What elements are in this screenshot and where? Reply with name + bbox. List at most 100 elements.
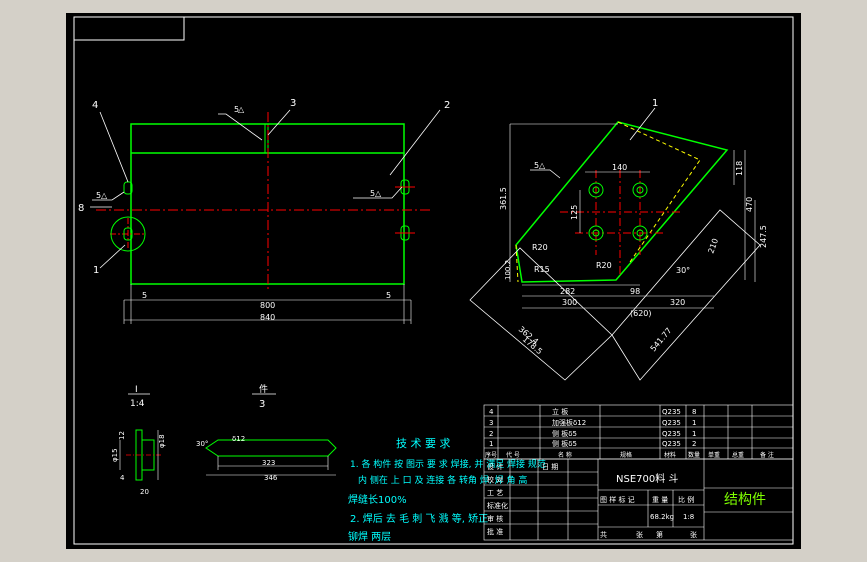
tb-review: 审 核	[487, 514, 503, 523]
hole-bl	[588, 225, 604, 241]
technical-notes: 技 术 要 求 1. 各 构件 按 图示 要 求 焊接, 并 满足 焊接 规范 …	[348, 437, 546, 543]
bom-row-material: Q235	[662, 419, 681, 427]
tb-check: 校 对	[487, 475, 503, 484]
svg-text:△: △	[101, 191, 108, 200]
bom-row-material: Q235	[662, 408, 681, 416]
balloon-8: 8	[78, 203, 84, 214]
detail-i-scale: 1:4	[130, 399, 145, 409]
hole-tr	[632, 182, 648, 198]
drawing-background	[66, 13, 801, 549]
bom-header-unit-weight: 单重	[708, 451, 720, 459]
detail-part-3: 件 3 30° δ12 323 346	[196, 383, 337, 482]
balloon-1: 1	[93, 265, 99, 276]
dim-140: 140	[612, 163, 627, 172]
detail-d18: φ18	[158, 434, 166, 448]
hole-tl	[588, 182, 604, 198]
part-dim-323: 323	[262, 459, 275, 467]
dim-620: (620)	[630, 309, 652, 318]
dim-470: 470	[745, 197, 754, 212]
dim-247: 247.5	[759, 225, 768, 248]
part-number: 3	[259, 399, 265, 410]
tb-scale: 1:8	[683, 513, 694, 521]
tb-design: 设 计	[487, 462, 503, 471]
part-label: 件	[259, 383, 268, 395]
weld-symbol-left: 5	[96, 191, 101, 200]
notes-line-4: 2. 焊后 去 毛 刺 飞 溅 等, 矫正	[350, 512, 488, 525]
svg-text:△: △	[375, 189, 382, 198]
detail-dim20: 20	[140, 488, 149, 496]
bom-row-name: 加强板δ12	[552, 418, 586, 427]
bom-row-material: Q235	[662, 440, 681, 448]
bom-row-no: 3	[489, 419, 493, 427]
side-balloon-1: 1	[652, 98, 658, 109]
dim-100: 100.2	[504, 260, 512, 280]
notes-line-3: 焊缝长100%	[348, 493, 407, 506]
tb-process: 工 艺	[487, 489, 503, 497]
dim-300: 300	[562, 298, 577, 307]
part-angle: 30°	[196, 440, 208, 448]
dim-r20a: R20	[532, 243, 548, 252]
bom-header-code: 代 号	[506, 451, 520, 459]
tb-page: 第	[656, 530, 663, 539]
dim-320: 320	[670, 298, 685, 307]
weld-symbol-top: 5	[234, 105, 239, 114]
weld-symbol-right: 5	[370, 189, 375, 198]
tb-mark: 图 样 标 记	[600, 495, 635, 504]
tb-approve: 批 准	[487, 527, 503, 536]
dim-98: 98	[630, 287, 640, 296]
tb-page-of: 张	[690, 530, 697, 539]
bom-row-qty: 8	[692, 408, 696, 416]
notes-line-1: 1. 各 构件 按 图示 要 求 焊接, 并 满足 焊接 规范	[350, 458, 546, 470]
title-block-text: NSE700料 斗 结构件 图 样 标 记 重 量 比 例 68.2kg 1:8…	[487, 462, 766, 539]
side-weld: 5	[534, 161, 539, 170]
bom-row-qty: 1	[692, 430, 696, 438]
svg-text:△: △	[238, 105, 245, 114]
bom-row-qty: 2	[692, 440, 696, 448]
detail-i-label: I	[135, 385, 138, 395]
balloon-4: 4	[92, 100, 98, 111]
front-view: 4 3 2 8 1 5 △ 5 △ 5 △ 5 800 5 840	[78, 98, 450, 324]
bom-table	[483, 404, 794, 460]
title-block-grid	[483, 458, 794, 541]
bom-header-note: 备 注	[760, 451, 774, 459]
dim-361: 361.5	[499, 187, 508, 210]
part-thickness: δ12	[232, 435, 245, 443]
corner-label-box	[73, 16, 185, 41]
drawing-type: 结构件	[724, 492, 766, 508]
dim-800: 800	[260, 301, 275, 310]
bom-row-material: Q235	[662, 430, 681, 438]
side-outline	[515, 121, 729, 283]
dim-r20b: R20	[596, 261, 612, 270]
dim-125: 125	[570, 205, 579, 220]
dim-5-left: 5	[142, 291, 147, 300]
bom-header-total-weight: 总重	[732, 451, 744, 459]
bom-row-name: 侧 板δ5	[552, 439, 577, 448]
bom-row-qty: 1	[692, 419, 696, 427]
detail-dim4: 4	[120, 474, 125, 482]
dim-118: 118	[735, 161, 744, 176]
notes-line-2: 内 侧在 上 口 及 连接 各 转角 焊, 焊 角 高	[358, 474, 527, 486]
bom-row-name: 立 板	[552, 407, 568, 416]
bom-row-name: 侧 板δ5	[552, 429, 577, 438]
detail-dim12: 12	[118, 431, 126, 440]
detail-i: I 1:4 φ15 φ18 4 20 12	[111, 385, 166, 496]
tb-ratio: 比 例	[678, 495, 694, 504]
bom-header-name: 名 称	[558, 451, 572, 459]
notes-title: 技 术 要 求	[396, 437, 451, 450]
left-mount-hole	[110, 216, 146, 252]
tb-weight-value: 68.2kg	[650, 513, 674, 521]
tb-weight: 重 量	[652, 496, 668, 504]
bom-rows: 4 立 板 Q235 8 3 加强板δ12 Q235 1 2 侧 板δ5 Q23…	[485, 407, 774, 459]
dim-840: 840	[260, 313, 275, 322]
drawing-frame	[73, 16, 794, 545]
part-dim-346: 346	[264, 474, 278, 482]
detail-d15: φ15	[111, 448, 119, 462]
dim-30deg: 30°	[676, 266, 690, 275]
balloon-3: 3	[290, 98, 296, 109]
tb-date: 日 期	[542, 463, 558, 471]
tb-sheet-of: 张	[636, 530, 643, 539]
svg-text:△: △	[539, 161, 546, 170]
tb-standard: 标准化	[487, 501, 508, 510]
bom-header-qty: 数量	[688, 451, 700, 459]
